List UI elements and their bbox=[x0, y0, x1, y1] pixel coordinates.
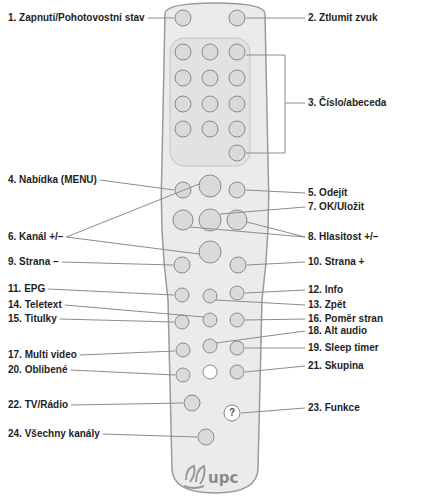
callout-label: 2. Ztlumit zvuk bbox=[308, 12, 377, 24]
callout-label: 18. Alt audio bbox=[308, 325, 367, 337]
callout-label: 12. Info bbox=[308, 284, 343, 296]
callout-label: 10. Strana + bbox=[308, 256, 364, 268]
callout-label: 9. Strana – bbox=[8, 256, 59, 268]
leader-line bbox=[60, 319, 174, 322]
leader-line bbox=[66, 237, 199, 254]
brand-logo: upc bbox=[208, 471, 238, 486]
callout-label: 15. Titulky bbox=[8, 313, 57, 325]
leader-line bbox=[48, 289, 174, 295]
leader-line bbox=[245, 290, 305, 293]
leader-line bbox=[70, 370, 175, 375]
leader-line bbox=[246, 153, 285, 154]
callout-label: 22. TV/Rádio bbox=[8, 399, 68, 411]
callout-label: 17. Multi video bbox=[8, 349, 77, 361]
leader-line bbox=[245, 348, 305, 349]
leader-line bbox=[103, 434, 197, 437]
upc-emblem bbox=[184, 466, 205, 488]
buttons bbox=[173, 10, 247, 411]
leader-line bbox=[245, 366, 305, 372]
callout-label: 24. Všechny kanály bbox=[8, 428, 100, 440]
leader-line bbox=[241, 408, 305, 413]
callout-label: 20. Oblíbené bbox=[8, 364, 67, 376]
leader-line bbox=[216, 300, 305, 305]
callout-label: 7. OK/Uložit bbox=[308, 201, 364, 213]
leader-line bbox=[65, 305, 204, 317]
leader-line bbox=[216, 331, 305, 343]
callout-label: 14. Teletext bbox=[8, 299, 62, 311]
key-symbol: ? bbox=[229, 408, 235, 418]
all-channels-button bbox=[198, 429, 214, 445]
leader-line bbox=[246, 18, 305, 19]
leader-line bbox=[190, 227, 305, 237]
callout-label: 8. Hlasitost +/– bbox=[308, 231, 378, 243]
white-button bbox=[203, 365, 217, 379]
leader-line bbox=[62, 262, 173, 265]
callout-label: 11. EPG bbox=[8, 283, 45, 295]
callout-label: 6. Kanál +/– bbox=[8, 231, 63, 243]
callout-label: 16. Poměr stran bbox=[308, 313, 383, 325]
callout-label: 4. Nabídka (MENU) bbox=[8, 174, 97, 186]
callout-label: 21. Skupina bbox=[308, 360, 364, 372]
callout-label: 13. Zpět bbox=[308, 299, 346, 311]
callout-label: 5. Odejít bbox=[308, 187, 347, 199]
leader-line bbox=[66, 184, 199, 237]
leader-line bbox=[285, 103, 305, 104]
leader-line bbox=[247, 262, 305, 265]
callout-label: 19. Sleep timer bbox=[308, 342, 379, 354]
callout-label: 23. Funkce bbox=[308, 402, 360, 414]
callout-label: 3. Číslo/abeceda bbox=[308, 97, 386, 109]
leader-line bbox=[245, 319, 305, 320]
leader-line bbox=[148, 18, 174, 19]
keypad-area bbox=[170, 38, 250, 166]
leader-line bbox=[246, 190, 305, 193]
leader-line bbox=[71, 403, 183, 405]
leader-line bbox=[80, 351, 175, 355]
help-button bbox=[224, 405, 240, 421]
remote-body bbox=[161, 3, 269, 493]
leader-line bbox=[100, 180, 174, 190]
leader-line bbox=[220, 207, 305, 214]
leader-line bbox=[246, 55, 285, 56]
leader-line bbox=[285, 55, 286, 153]
callout-label: 1. Zapnutí/Pohotovostní stav bbox=[8, 12, 145, 24]
